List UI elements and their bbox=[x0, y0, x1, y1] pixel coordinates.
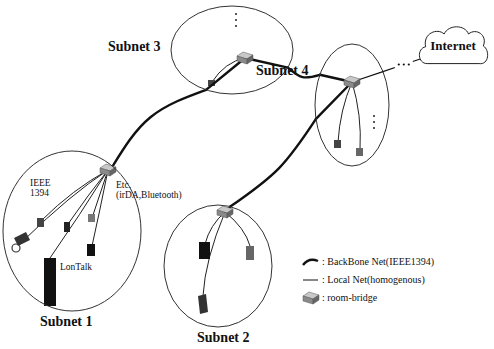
cloud-label: Internet bbox=[430, 38, 476, 54]
device bbox=[356, 148, 363, 156]
subnet-outline bbox=[164, 205, 272, 327]
small-device bbox=[64, 222, 70, 232]
room-bridge-sample bbox=[303, 292, 319, 304]
subnet-ellipse: Subnet 3 bbox=[170, 5, 294, 95]
label-holder: IEEE 1394 bbox=[30, 178, 60, 199]
subnet-label: Subnet 3 bbox=[108, 39, 161, 55]
subnet-outline bbox=[315, 44, 389, 166]
ellipsis-dots bbox=[235, 13, 375, 129]
legend-entry: : Local Net(homogenous) bbox=[322, 274, 425, 286]
backbone-stub bbox=[316, 82, 352, 119]
subnet-outline bbox=[171, 6, 293, 94]
backbone-stub bbox=[206, 58, 245, 90]
device bbox=[199, 242, 210, 259]
subnet-ellipse: Subnet 1 bbox=[2, 150, 142, 312]
legend-text: : room-bridge bbox=[322, 292, 377, 304]
small-device bbox=[88, 214, 95, 222]
label-holder: LonTalk bbox=[60, 262, 92, 272]
dot bbox=[373, 121, 375, 123]
gap-patch bbox=[395, 61, 413, 69]
network-label: IEEE 1394 bbox=[30, 178, 60, 199]
network-label: Etc. (irDA,Bluetooth) bbox=[116, 180, 198, 201]
room-bridge-icon bbox=[344, 76, 360, 88]
devices bbox=[12, 80, 363, 314]
dot bbox=[373, 127, 375, 129]
subnet-ellipse: Subnet 4 bbox=[314, 43, 390, 167]
dot bbox=[235, 19, 237, 21]
label-holder: Etc. (irDA,Bluetooth) bbox=[116, 180, 198, 201]
camera-device bbox=[12, 244, 20, 252]
room-bridge-icon bbox=[100, 164, 116, 176]
dot bbox=[408, 63, 410, 65]
cloud-node: Internet bbox=[416, 22, 490, 70]
dot bbox=[235, 13, 237, 15]
ellipsis-gap bbox=[395, 61, 413, 69]
device bbox=[246, 246, 254, 260]
device bbox=[198, 294, 208, 314]
local-net-line bbox=[50, 170, 108, 258]
backbone-connector bbox=[113, 90, 207, 166]
subnet-label: Subnet 2 bbox=[197, 330, 250, 346]
legend-entry: : BackBone Net(IEEE1394) bbox=[322, 256, 434, 268]
local-net-sample bbox=[303, 280, 318, 281]
legend-entry: : room-bridge bbox=[322, 292, 377, 304]
local-net-line bbox=[92, 170, 108, 246]
backbone-sample bbox=[303, 260, 318, 265]
subnet-label: Subnet 4 bbox=[256, 63, 309, 79]
room-bridge-icon bbox=[217, 206, 233, 218]
local-net-line bbox=[352, 82, 360, 150]
small-device bbox=[87, 244, 95, 256]
backbone-stubs bbox=[108, 58, 383, 212]
ellipse-outline bbox=[163, 204, 273, 328]
legend-text: : Local Net(homogenous) bbox=[322, 274, 425, 286]
small-device bbox=[37, 218, 44, 227]
internet-connector bbox=[383, 57, 425, 71]
lontalk-device bbox=[44, 258, 56, 306]
room-bridge-icon bbox=[237, 52, 253, 64]
local-net-line bbox=[42, 170, 108, 220]
subnet-ellipse: Subnet 2 bbox=[163, 204, 273, 328]
network-label: LonTalk bbox=[60, 262, 92, 272]
connectors bbox=[113, 57, 425, 206]
ellipse-outline bbox=[170, 5, 294, 95]
subnet-label: Subnet 1 bbox=[40, 314, 93, 330]
legend-text: : BackBone Net(IEEE1394) bbox=[322, 256, 434, 268]
dot bbox=[403, 63, 405, 65]
dot bbox=[235, 25, 237, 27]
legend-samples bbox=[303, 260, 319, 304]
cloud-shape bbox=[419, 27, 487, 64]
ellipse-outline bbox=[314, 43, 390, 167]
dot bbox=[373, 115, 375, 117]
backbone-connector bbox=[230, 119, 316, 207]
local-net-lines bbox=[24, 58, 360, 296]
subnet-outline bbox=[3, 151, 141, 311]
device bbox=[334, 140, 341, 148]
dot bbox=[398, 63, 400, 65]
local-net-line bbox=[338, 82, 352, 142]
ellipse-outline bbox=[2, 150, 142, 312]
